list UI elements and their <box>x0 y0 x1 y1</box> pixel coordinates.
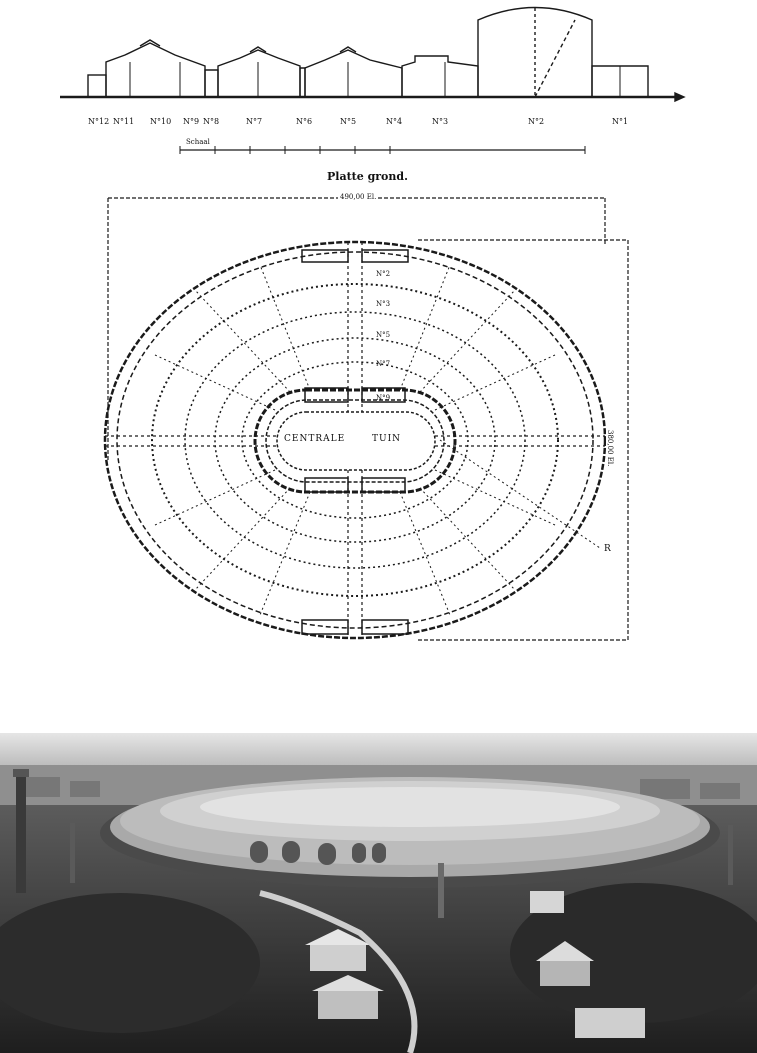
section-label-1: N°1 <box>612 117 628 126</box>
section-label-5: N°5 <box>340 117 356 126</box>
cross-section <box>60 8 684 155</box>
scale-label: Schaal <box>186 138 210 146</box>
floor-plan <box>105 198 628 640</box>
center-label-right: TUIN <box>372 434 401 444</box>
hall-label-7: N°7 <box>376 360 390 368</box>
hall-label-5: N°5 <box>376 331 390 339</box>
plan-title: Platte grond. <box>327 170 408 183</box>
width-dimension: 490,00 El. <box>338 193 378 201</box>
hall-label-2: N°2 <box>376 270 390 278</box>
section-label-3: N°3 <box>432 117 448 126</box>
section-label-12: N°12 <box>88 117 109 126</box>
section-label-9: N°9 <box>183 117 199 126</box>
marker-label: R <box>604 544 611 554</box>
section-label-11: N°11 <box>113 117 134 126</box>
exhibition-palace-photo <box>0 733 757 1053</box>
section-label-10: N°10 <box>150 117 171 126</box>
hall-label-9: N°9 <box>376 394 390 402</box>
hall-label-3: N°3 <box>376 300 390 308</box>
section-label-2: N°2 <box>528 117 544 126</box>
section-label-8: N°8 <box>203 117 219 126</box>
center-label-left: CENTRALE <box>284 434 345 444</box>
height-dimension: 380,00 El. <box>606 430 614 466</box>
section-label-7: N°7 <box>246 117 262 126</box>
section-label-4: N°4 <box>386 117 402 126</box>
architectural-drawing <box>0 0 757 700</box>
section-label-6: N°6 <box>296 117 312 126</box>
